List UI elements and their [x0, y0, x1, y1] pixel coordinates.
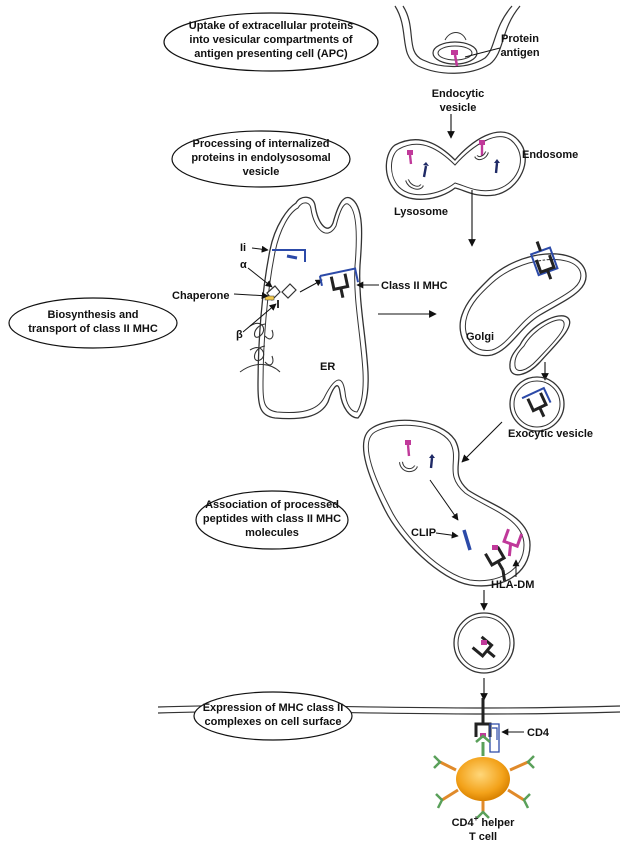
step-expression-line-2: complexes on cell surface [205, 716, 342, 728]
t-cell [433, 734, 535, 819]
endocytic-vesicle-label-1: Endocytic [432, 88, 485, 100]
beta-label: β [236, 329, 243, 341]
step-association-line-3: molecules [245, 527, 299, 539]
step-processing-line-3: vesicle [243, 166, 280, 178]
cd4-label: CD4 [527, 727, 550, 739]
cd4-coreceptor [489, 723, 500, 753]
step-association-line-2: peptides with class II MHC [203, 513, 341, 525]
clip-pointer [435, 531, 459, 539]
step-association: Association of processed peptides with c… [195, 490, 349, 550]
step-uptake-line-3: antigen presenting cell (APC) [194, 48, 348, 60]
t-cell-label-line-2: T cell [469, 831, 497, 843]
step-biosynthesis-line-2: transport of class II MHC [28, 323, 158, 335]
endocytic-invagination [394, 5, 521, 74]
beta-pointer [242, 303, 277, 333]
step-uptake-line-2: into vesicular compartments of [189, 34, 353, 46]
mhc-ii-complex-er [318, 267, 360, 301]
hla-dm-molecule [502, 528, 524, 557]
ii-pointer [251, 245, 269, 253]
endosome [385, 131, 526, 200]
secretory-vesicle [453, 612, 515, 674]
hla-dm-label: HLA-DM [491, 579, 534, 591]
chaperone-pointer [233, 292, 269, 300]
er-label: ER [320, 361, 335, 373]
step-processing-line-1: Processing of internalized [193, 138, 330, 150]
golgi-label: Golgi [466, 331, 494, 343]
protein-antigen-label-2: antigen [500, 47, 539, 59]
arrow-assembly [299, 279, 323, 293]
arrow-to-late-endosome [461, 421, 503, 463]
step-processing-line-2: proteins in endolysosomal [191, 152, 330, 164]
step-association-line-1: Association of processed [205, 499, 339, 511]
alpha-pointer [247, 267, 273, 288]
clip-peptide [462, 529, 472, 551]
step-biosynthesis-line-1: Biosynthesis and [47, 309, 138, 321]
ii-label: Ii [240, 242, 246, 254]
exocytic-vesicle-label: Exocytic vesicle [508, 428, 593, 440]
protein-antigen-label: Protein antigen [464, 33, 540, 59]
mhc-alpha-beta-unassembled [239, 283, 297, 373]
class-ii-mhc-label: Class II MHC [381, 280, 448, 292]
endocytic-vesicle-label-2: vesicle [440, 102, 477, 114]
surface-mhc-complex [474, 698, 492, 739]
step-uptake: Uptake of extracellular proteins into ve… [163, 12, 379, 72]
step-uptake-line-1: Uptake of extracellular proteins [189, 20, 353, 32]
endoplasmic-reticulum [257, 196, 369, 420]
chaperone-label: Chaperone [172, 290, 229, 302]
t-cell-label-line-1: CD4+ helper [452, 814, 515, 829]
mhc-ii-complex-golgi [529, 241, 559, 284]
step-processing: Processing of internalized proteins in e… [171, 130, 351, 188]
ii-chain [272, 249, 306, 262]
alpha-label: α [240, 259, 247, 271]
step-expression-line-1: Expression of MHC class II [203, 702, 344, 714]
endosome-label: Endosome [522, 149, 578, 161]
protein-antigen-label-1: Protein [501, 33, 539, 45]
lysosome-label: Lysosome [394, 206, 448, 218]
exocytic-vesicle [509, 376, 565, 432]
step-biosynthesis: Biosynthesis and transport of class II M… [8, 297, 178, 349]
step-expression: Expression of MHC class II complexes on … [193, 691, 353, 741]
peptide-loading-compartment [362, 419, 531, 587]
clip-label: CLIP [411, 527, 436, 539]
golgi [459, 253, 587, 376]
